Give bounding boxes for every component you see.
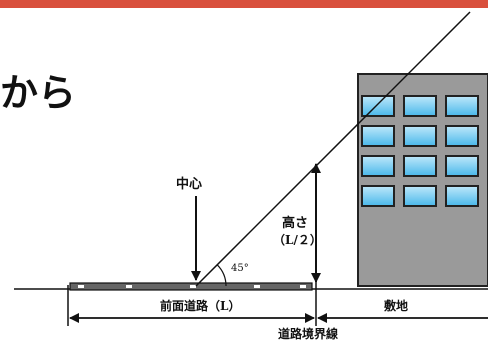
building-window bbox=[361, 95, 395, 117]
building-window bbox=[403, 95, 437, 117]
building-window bbox=[445, 185, 479, 207]
building-windows bbox=[361, 95, 479, 207]
building-window bbox=[445, 125, 479, 147]
road-dash bbox=[126, 285, 132, 288]
site-label: 敷地 bbox=[384, 299, 409, 313]
building-window bbox=[361, 155, 395, 177]
building-window bbox=[403, 155, 437, 177]
building-window bbox=[445, 155, 479, 177]
building-window bbox=[403, 125, 437, 147]
heading-fragment: から bbox=[0, 71, 77, 115]
building-window bbox=[445, 95, 479, 117]
building-window bbox=[361, 185, 395, 207]
top-accent-bar bbox=[0, 0, 488, 8]
angle-arc bbox=[216, 264, 227, 287]
center-label: 中心 bbox=[176, 177, 203, 192]
building bbox=[357, 73, 488, 287]
height-formula-label: （L/２） bbox=[273, 233, 322, 247]
building-window bbox=[403, 185, 437, 207]
road-dash bbox=[300, 285, 306, 288]
road-width-label: 前面道路（L） bbox=[160, 299, 241, 313]
building-window bbox=[361, 125, 395, 147]
road-center-dashes bbox=[78, 285, 306, 288]
slope-line bbox=[195, 11, 471, 287]
angle-label: 45° bbox=[231, 263, 249, 274]
road-dash bbox=[254, 285, 260, 288]
road-dash bbox=[190, 285, 196, 288]
road-dash bbox=[78, 285, 84, 288]
road-boundary-label: 道路境界線 bbox=[278, 327, 339, 341]
height-label: 高さ bbox=[282, 216, 309, 231]
road-strip bbox=[69, 282, 313, 291]
